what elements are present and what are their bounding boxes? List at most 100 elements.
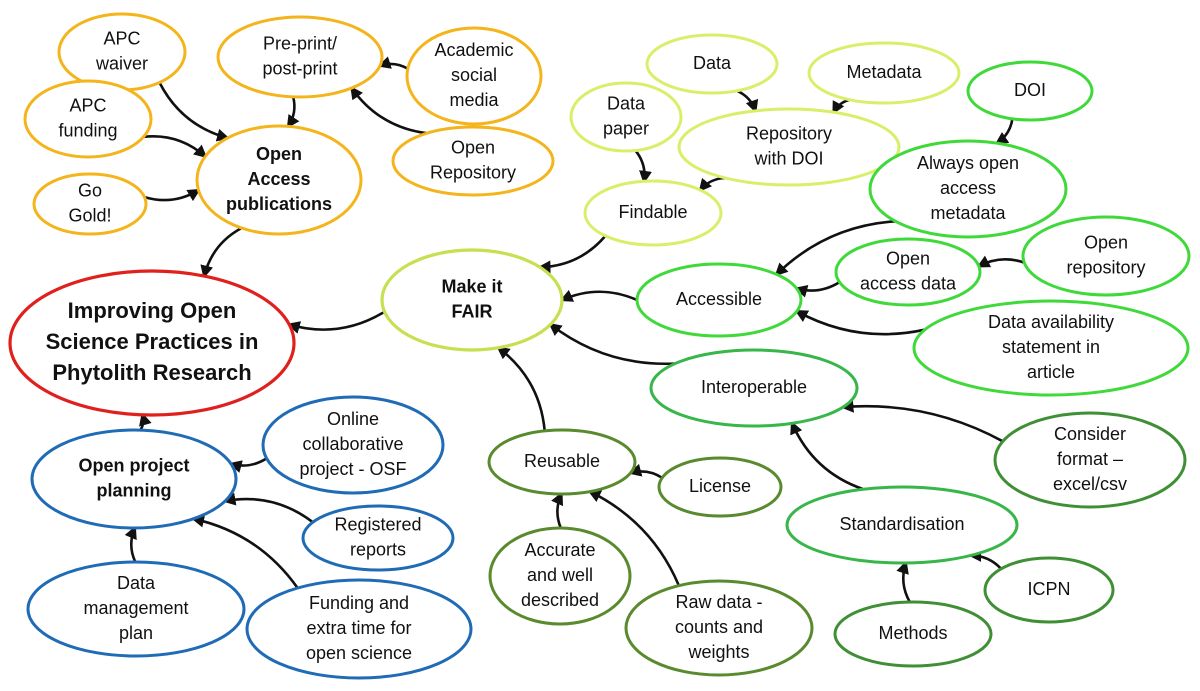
node-always-open-label: Always open [917, 153, 1019, 173]
node-doi-label: DOI [1014, 80, 1046, 100]
node-raw-data-label: weights [687, 642, 749, 662]
node-online-collab-shape [261, 395, 445, 495]
edge-data-to-repo_doi [736, 89, 759, 114]
node-apc-funding-label: APC [69, 95, 106, 115]
node-data-mgmt-label: management [83, 598, 188, 618]
edge-consider_format-to-interoperable [840, 399, 1004, 443]
node-central-label: Phytolith Research [52, 360, 251, 385]
edge-accurate-to-reusable [551, 491, 564, 529]
node-go-gold-label: Gold! [68, 205, 111, 225]
node-icpn-shape [983, 556, 1115, 624]
node-data-avail-label: Data availability [988, 312, 1114, 332]
node-go-gold-shape [32, 172, 148, 236]
node-license-label: License [689, 476, 751, 496]
edge-online_collab-to-open_project [228, 457, 268, 473]
node-academic-social-label: media [449, 90, 499, 110]
node-consider-format-label: Consider [1054, 424, 1126, 444]
node-open-project-shape [30, 428, 238, 530]
node-methods-label: Methods [878, 623, 947, 643]
node-preprint-shape [216, 15, 384, 99]
node-go-gold-label: Go [78, 180, 102, 200]
node-accessible-label: Accessible [676, 289, 762, 309]
node-apc-waiver: APC waiver [57, 12, 187, 92]
node-interoperable-shape [649, 348, 859, 428]
edge-preprint-to-open_access [286, 96, 300, 129]
node-open-repo-1-shape [391, 125, 555, 197]
node-open-project-label: Open project [78, 455, 189, 475]
node-repo-doi-label: Repository [746, 123, 832, 143]
node-metadata-shape [807, 41, 961, 105]
edge-data_avail-to-accessible [794, 310, 926, 336]
node-academic-social-shape [405, 26, 543, 126]
node-reusable-label: Reusable [524, 451, 600, 471]
node-data-avail: Data availability statement in article [912, 299, 1190, 397]
edge-reusable-to-make_fair [496, 346, 546, 432]
node-consider-format-label: excel/csv [1053, 474, 1127, 494]
edge-standardisation-to-interoperable [790, 420, 864, 491]
node-apc-waiver-label: APC [103, 28, 140, 48]
edge-data_mgmt-to-open_project [124, 525, 137, 563]
node-data-avail-label: article [1027, 362, 1075, 382]
node-open-repo-1-label: Open [451, 137, 495, 157]
node-repo-doi-shape [677, 107, 901, 187]
node-open-access-label: Open [256, 144, 302, 164]
node-findable-shape [583, 179, 723, 247]
node-consider-format-shape [993, 411, 1187, 509]
node-registered-shape [301, 504, 455, 572]
edge-open_project-to-central [139, 412, 152, 431]
node-open-access-data-shape [834, 237, 982, 307]
node-metadata: Metadata [807, 41, 961, 105]
node-interoperable-label: Interoperable [701, 377, 807, 397]
edge-open_repo_2-to-open_access_data [976, 255, 1025, 268]
edge-raw_data-to-reusable [587, 490, 681, 587]
node-apc-waiver-label: waiver [95, 53, 148, 73]
edge-go_gold-to-open_access [144, 188, 201, 202]
edge-findable-to-make_fair [537, 235, 607, 274]
node-interoperable: Interoperable [649, 348, 859, 428]
node-funding-time-shape [245, 578, 473, 680]
node-repo-doi-label: with DOI [753, 148, 823, 168]
node-data-paper-label: Data [607, 93, 646, 113]
node-open-access-data-label: access data [860, 273, 957, 293]
node-apc-funding-label: funding [58, 120, 117, 140]
edge-registered-to-open_project [222, 492, 314, 524]
node-reusable-shape [487, 428, 637, 496]
node-open-repo-1-label: Repository [430, 162, 516, 182]
node-data-avail-label: statement in [1002, 337, 1100, 357]
node-repo-doi: Repository with DOI [677, 107, 901, 187]
node-accurate-shape [488, 526, 632, 626]
node-data: Data [645, 33, 779, 95]
node-consider-format-label: format – [1057, 449, 1123, 469]
node-central-shape [8, 269, 296, 417]
node-doi: DOI [966, 60, 1094, 122]
node-icpn-label: ICPN [1027, 579, 1070, 599]
node-standardisation-label: Standardisation [839, 514, 964, 534]
edge-interoperable-to-make_fair [548, 322, 676, 366]
node-data-label: Data [693, 53, 732, 73]
node-methods-shape [833, 600, 993, 668]
node-open-access-label: publications [226, 194, 332, 214]
node-consider-format: Consider format – excel/csv [993, 411, 1187, 509]
node-always-open-label: metadata [930, 203, 1006, 223]
node-data-mgmt-label: plan [119, 623, 153, 643]
edge-doi-to-always_open [994, 118, 1014, 145]
node-open-access-data-label: Open [886, 248, 930, 268]
node-online-collab-label: collaborative [302, 434, 403, 454]
node-findable-label: Findable [618, 202, 687, 222]
node-accurate-label: Accurate [524, 540, 595, 560]
node-academic-social-label: social [451, 65, 497, 85]
node-raw-data-label: counts and [675, 617, 763, 637]
node-data-shape [645, 33, 779, 95]
